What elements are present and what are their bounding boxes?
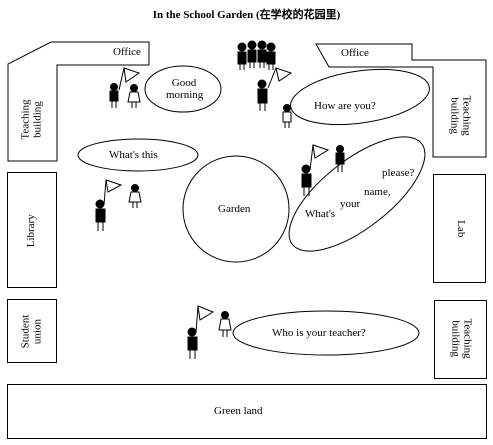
how-are-you-text: How are you? bbox=[314, 100, 376, 112]
group-people-figure bbox=[237, 40, 276, 70]
office-left-building-outline bbox=[7, 41, 150, 162]
teaching-building-right-bottom: Teaching building bbox=[434, 300, 487, 379]
garden-label: Garden bbox=[218, 203, 251, 215]
teaching-building-right-bottom-label: Teaching building bbox=[450, 318, 474, 359]
good-morning-text: Good morning bbox=[166, 77, 204, 102]
who-is-your-teacher-text: Who is your teacher? bbox=[272, 327, 366, 339]
whats-your-name-word-1: What's bbox=[305, 208, 336, 220]
whats-this-text: What's this bbox=[109, 149, 158, 161]
people-whats-your-name-figure bbox=[301, 144, 345, 196]
green-land-area: Green land bbox=[7, 384, 487, 439]
teaching-building-right-top-label: Teaching building bbox=[449, 95, 473, 136]
student-union-building: Student union bbox=[7, 299, 57, 363]
whats-your-name-word-4: please? bbox=[382, 167, 415, 179]
page-title: In the School Garden (在学校的花园里) bbox=[152, 9, 341, 21]
people-whats-this-figure bbox=[95, 179, 142, 231]
lab-building: Lab bbox=[433, 174, 486, 283]
whats-your-name-bubble-outline bbox=[288, 136, 426, 252]
office-right-building-outline bbox=[315, 43, 487, 158]
teaching-building-left-label: Teaching building bbox=[19, 99, 43, 140]
whats-your-name-word-3: name, bbox=[364, 186, 391, 198]
office-right-label: Office bbox=[341, 47, 369, 59]
office-left-label: Office bbox=[113, 46, 141, 58]
library-building: Library bbox=[7, 172, 57, 288]
person-how-are-you-figure bbox=[257, 67, 293, 128]
good-morning-bubble-outline bbox=[144, 65, 222, 113]
people-good-morning-figure bbox=[109, 67, 141, 108]
people-teacher-figure bbox=[187, 305, 232, 359]
library-label: Library bbox=[25, 214, 38, 248]
how-are-you-bubble-outline bbox=[290, 68, 430, 126]
student-union-label: Student union bbox=[19, 314, 43, 349]
lab-label: Lab bbox=[454, 220, 467, 238]
whats-your-name-word-2: your bbox=[340, 198, 361, 210]
who-is-your-teacher-bubble-outline bbox=[232, 310, 420, 356]
garden-outline bbox=[182, 155, 290, 263]
whats-this-bubble-outline bbox=[77, 138, 199, 172]
green-land-label: Green land bbox=[214, 405, 263, 417]
